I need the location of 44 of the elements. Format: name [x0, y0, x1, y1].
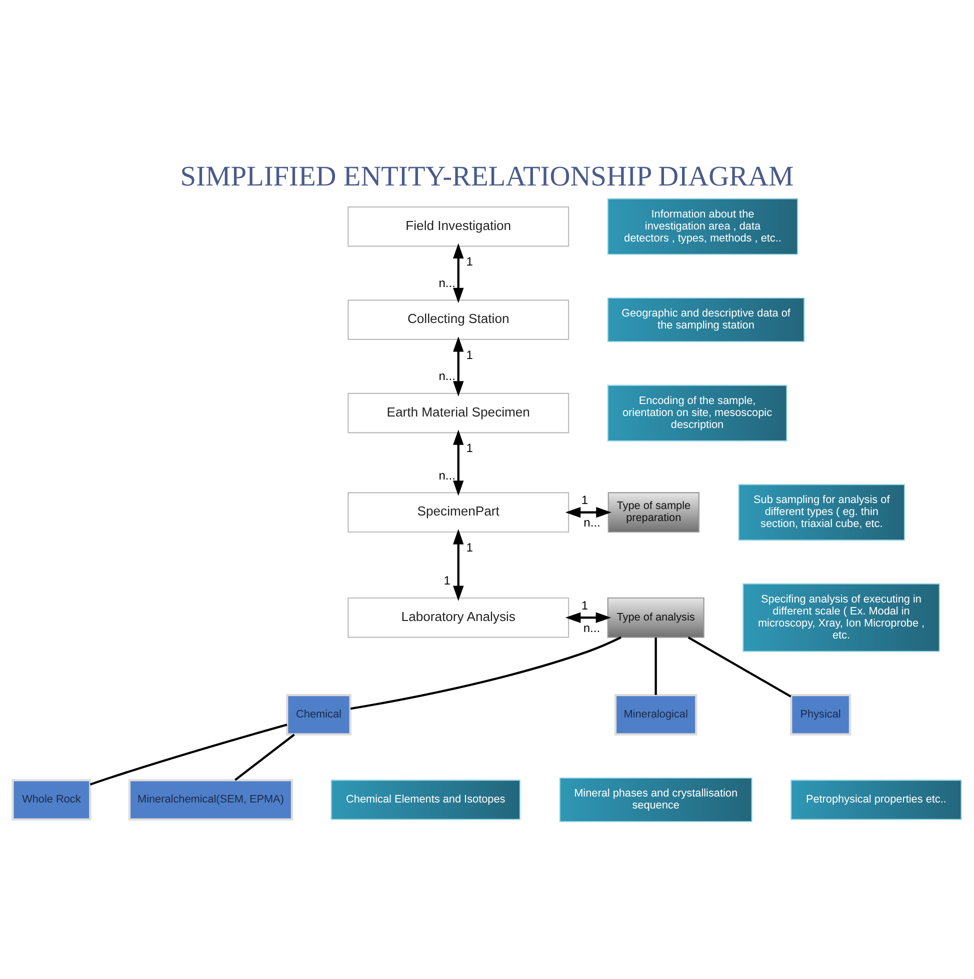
node-box: Type of analysis [607, 596, 704, 638]
diagram-title: SIMPLIFIED ENTITY-RELATIONSHIP DIAGRAM [180, 160, 794, 192]
label: 1 [444, 573, 450, 588]
connector [688, 636, 792, 697]
node-box: Mineralchemical(SEM, EPMA) [128, 778, 294, 820]
node-box: Physical [790, 694, 852, 735]
arrow [453, 336, 464, 396]
label: n... [438, 368, 456, 383]
label: n... [584, 515, 600, 530]
node-box: Petrophysical properties etc.. [790, 779, 962, 820]
node-box: Type of sample preparation [608, 492, 700, 532]
connector [654, 636, 657, 694]
label: n... [438, 468, 456, 482]
arrow [565, 612, 612, 622]
arrow [453, 429, 464, 496]
node-box: Mineralogical [614, 694, 698, 735]
node-box: Collecting Station [348, 299, 570, 340]
arrow [453, 242, 464, 303]
node-box: Chemical [286, 694, 352, 735]
label: n... [583, 620, 600, 634]
node-box: Mineral phases and crystallisation sequence [559, 776, 752, 822]
arrow [453, 528, 464, 601]
node-box: Encoding of the sample, orientation on site, mesoscopic description [607, 384, 788, 441]
node-box: Earth Material Specimen [348, 392, 570, 433]
label: 1 [581, 598, 588, 612]
connector [90, 723, 288, 786]
connector [234, 733, 295, 780]
node-box: Information about the investigation area , data detectors , types, methods , etc.. [607, 198, 798, 254]
label: 1 [466, 254, 473, 268]
node-box: Geographic and descriptive data of the sampling station [607, 296, 805, 342]
node-box: Field Investigation [348, 206, 570, 246]
node-box: Laboratory Analysis [348, 596, 570, 638]
node-box: SpecimenPart [348, 492, 570, 532]
connector [350, 636, 622, 710]
label: 1 [466, 440, 473, 455]
label: 1 [466, 540, 473, 554]
node-box: Chemical Elements and Isotopes [330, 779, 521, 820]
node-box: Whole Rock [12, 778, 92, 820]
label: 1 [466, 347, 473, 362]
node-box: Specifing analysis of executing in different scale ( Ex. Modal in microscopy, Xray, Ion Microprobe , etc. [742, 582, 940, 652]
label: 1 [581, 492, 588, 507]
label: n... [438, 275, 456, 290]
node-box: Sub sampling for analysis of different types ( eg. thin section, triaxial cube, etc. [738, 484, 906, 540]
arrow [565, 506, 612, 518]
